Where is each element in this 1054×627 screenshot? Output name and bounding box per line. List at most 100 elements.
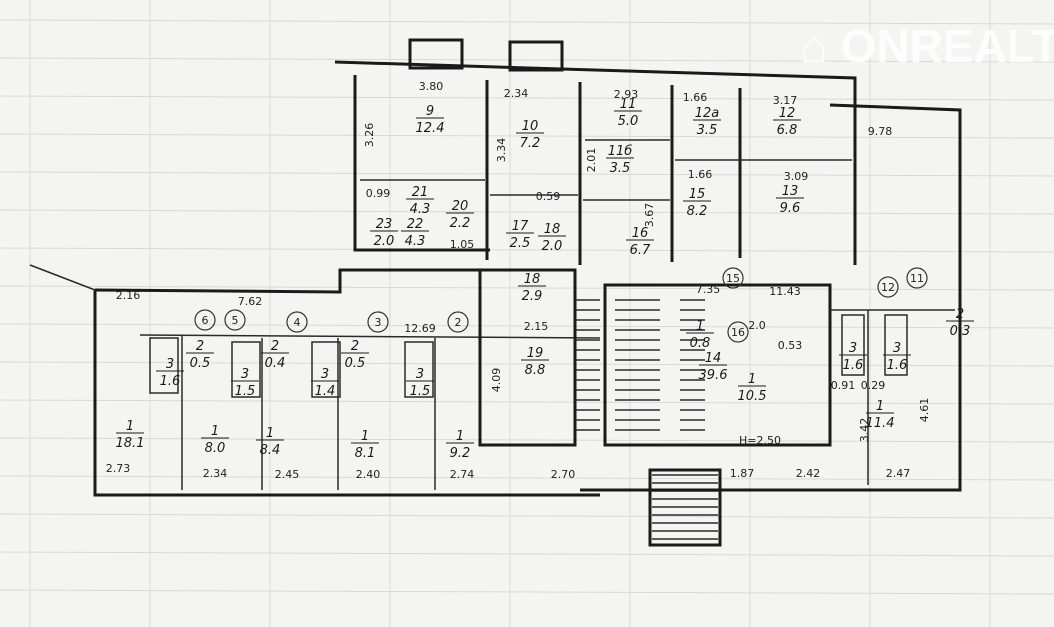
room-area: 1.6 <box>887 358 908 373</box>
svg-text:4: 4 <box>294 316 301 329</box>
room-area: 8.4 <box>260 443 281 458</box>
room-marker-circle: 11 <box>906 267 928 289</box>
room-area: 4.3 <box>405 234 426 249</box>
dimension-label: 2.93 <box>614 88 639 101</box>
room-area: 8.8 <box>525 363 546 378</box>
dimension-label: 2.47 <box>886 467 911 480</box>
room-area: 2.0 <box>542 239 563 254</box>
room-label: 31.6 <box>156 357 184 389</box>
room-number: 2 <box>351 339 359 354</box>
dimension-label: 7.35 <box>696 283 721 296</box>
room-area: 0.4 <box>265 356 286 371</box>
room-area: 7.2 <box>520 136 541 151</box>
dimension-label: 2.34 <box>203 467 228 480</box>
room-area: 1.6 <box>160 374 181 389</box>
room-label: 158.2 <box>683 187 711 219</box>
dimension-label: 2.70 <box>551 468 576 481</box>
room-area: 10.5 <box>738 389 767 404</box>
room-number: 18 <box>544 222 561 237</box>
room-label: 31.5 <box>231 367 259 399</box>
room-number: 11 <box>620 97 637 112</box>
room-number: 1 <box>696 319 704 334</box>
room-label: 20.5 <box>186 339 214 371</box>
room-label: 18.4 <box>256 426 284 458</box>
room-area: 39.6 <box>699 368 728 383</box>
room-label: 139.6 <box>776 184 804 216</box>
dimension-label: 3.80 <box>419 80 444 93</box>
svg-text:2: 2 <box>455 316 462 329</box>
dimension-label: 2.01 <box>585 148 598 173</box>
room-number: 10 <box>522 119 539 134</box>
dimension-label: 0.91 <box>831 379 856 392</box>
room-label: 31.6 <box>883 341 911 373</box>
room-number: 14 <box>705 351 722 366</box>
room-marker-circle: 12 <box>877 276 899 298</box>
room-area: 0.5 <box>345 356 366 371</box>
dimension-label: 2.45 <box>275 468 300 481</box>
dimension-label: H=2.50 <box>739 434 781 447</box>
room-number: 1 <box>748 372 756 387</box>
room-number: 12а <box>695 106 720 121</box>
room-number: 3 <box>166 357 174 372</box>
room-area: 5.0 <box>618 114 639 129</box>
room-marker-circle: 4 <box>286 311 308 333</box>
room-marker-circle: 5 <box>224 309 246 331</box>
room-area: 9.6 <box>780 201 801 216</box>
room-area: 11.4 <box>866 416 895 431</box>
room-label: 214.3 <box>406 185 434 217</box>
dimension-label: 2.16 <box>116 289 141 302</box>
dimension-label: 12.69 <box>404 322 436 335</box>
room-area: 0.8 <box>690 336 711 351</box>
dimension-label: 7.62 <box>238 295 263 308</box>
room-label: 31.4 <box>311 367 339 399</box>
room-area: 8.1 <box>355 446 376 461</box>
room-number: 9 <box>426 104 434 119</box>
room-area: 2.2 <box>450 216 471 231</box>
room-number: 23 <box>376 217 393 232</box>
room-label: 31.5 <box>406 367 434 399</box>
room-area: 1.5 <box>410 384 431 399</box>
room-label: 18.0 <box>201 424 229 456</box>
walls <box>29 38 962 547</box>
room-area: 0.5 <box>190 356 211 371</box>
room-marker-circle: 16 <box>727 321 749 343</box>
room-number: 21 <box>412 185 429 200</box>
room-label: 18.1 <box>351 429 379 461</box>
room-label: 115.0 <box>614 97 642 129</box>
dimension-label: 0.29 <box>861 379 886 392</box>
room-number: 3 <box>416 367 424 382</box>
dimension-label: 3.17 <box>773 94 798 107</box>
dimension-label: 3.26 <box>363 123 376 148</box>
room-label: 19.2 <box>446 429 474 461</box>
room-label: 10.8 <box>686 319 714 351</box>
room-number: 3 <box>241 367 249 382</box>
room-label: 31.6 <box>839 341 867 373</box>
dimension-label: 1.66 <box>683 91 708 104</box>
dimension-label: 2.74 <box>450 468 475 481</box>
dimension-label: 3.34 <box>495 138 508 163</box>
room-number: 3 <box>893 341 901 356</box>
room-label: 110.5 <box>738 372 767 404</box>
room-marker-circle: 15 <box>722 267 744 289</box>
room-label: 126.8 <box>773 106 801 138</box>
room-number: 2 <box>956 307 964 322</box>
room-number: 22 <box>407 217 424 232</box>
room-area: 6.7 <box>630 243 651 258</box>
room-number: 15 <box>689 187 706 202</box>
room-label: 232.0 <box>370 217 398 249</box>
watermark-logo: ⌂ ONREALT <box>800 20 1054 72</box>
room-area: 1.6 <box>843 358 864 373</box>
room-number: 3 <box>849 341 857 356</box>
dimension-label: 2.42 <box>796 467 821 480</box>
room-marker-circle: 2 <box>447 311 469 333</box>
room-number: 2 <box>196 339 204 354</box>
room-marker-circle: 6 <box>194 309 216 331</box>
room-number: 19 <box>527 346 544 361</box>
room-label: 182.0 <box>538 222 566 254</box>
dimension-label: 4.09 <box>490 368 503 393</box>
room-area: 2.0 <box>374 234 395 249</box>
